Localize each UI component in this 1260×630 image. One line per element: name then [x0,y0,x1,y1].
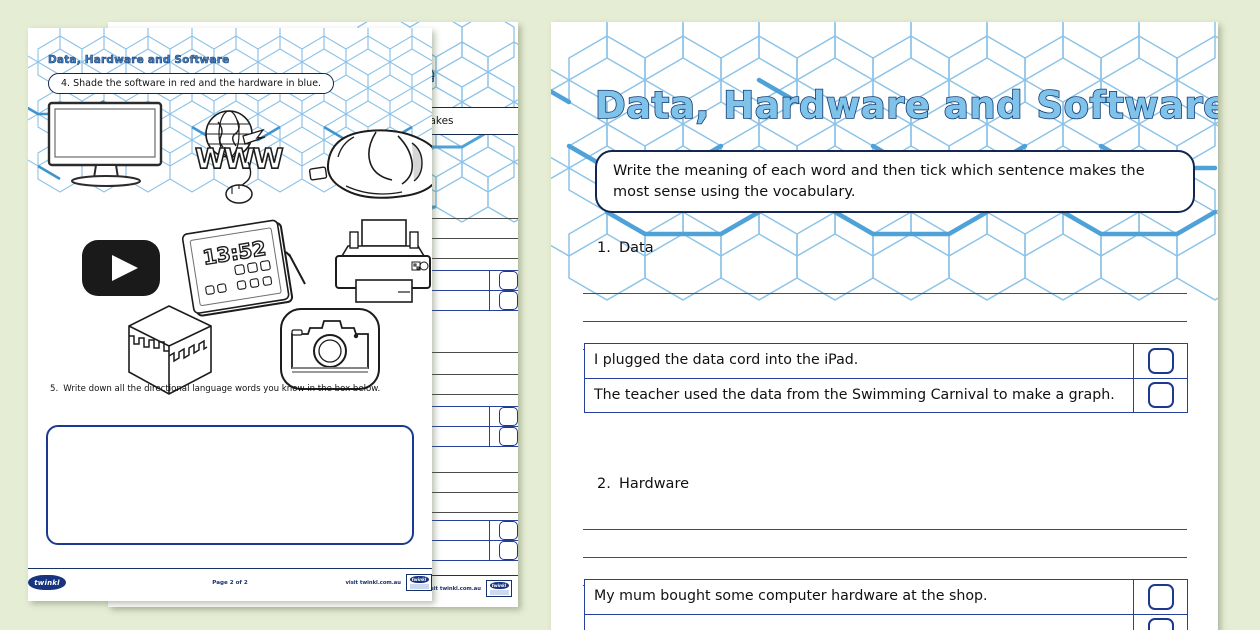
sentence-checkbox-cell[interactable] [1133,378,1187,413]
checkbox-icon[interactable] [1147,618,1174,630]
badge-bar [409,584,429,589]
twinkl-logo-text: twinkl [489,582,509,589]
writing-line [376,492,518,493]
sentence-text: I plugged the data cord into the iPad. [594,352,859,368]
page-mini-heading: Data, Hardware and Software [48,54,230,67]
writing-line [376,218,518,219]
sentence-checkbox-cell[interactable] [489,521,518,540]
twinkl-logo-text: twinkl [409,576,429,583]
checkbox-icon[interactable] [499,291,518,310]
question-1-word: Data [619,240,654,256]
question-5: 5. Write down all the directional langua… [50,383,410,395]
checkbox-icon[interactable] [499,427,518,446]
twinkl-badge-icon: twinkl [406,574,432,591]
minecraft-grass-block-illustration [123,300,219,400]
video-play-button-illustration [80,238,162,298]
writing-line [376,238,518,239]
question-5-text: Write down all the directional language … [63,384,381,394]
question-1-number: 1. [597,240,611,256]
computer-mouse-illustration [308,123,432,203]
writing-line [583,529,1187,530]
sentence-checkbox-cell[interactable] [489,271,518,290]
sentence-checkbox-cell[interactable] [489,541,518,560]
sentence-checkbox-cell[interactable] [1133,614,1187,630]
worksheet-page-right[interactable]: Data, Hardware and Software Write the me… [551,22,1218,630]
table-row[interactable] [377,427,518,446]
writing-line [376,472,518,473]
writing-line [583,293,1187,294]
visit-url-text: visit twinkl.com.au [345,579,401,586]
checkbox-icon[interactable] [499,271,518,290]
question-5-number: 5. [50,384,59,394]
checkbox-icon[interactable] [499,407,518,426]
checkbox-icon[interactable] [499,521,518,540]
camera-app-icon-illustration [278,306,382,392]
writing-line [376,352,518,353]
svg-text:WWW: WWW [195,142,284,175]
table-row[interactable]: My mum bought some computer hardware at … [585,580,1187,615]
www-globe-illustration: WWW [185,106,295,204]
page-footer-left: twinkl Page 2 of 2 visit twinkl.com.au t… [28,568,432,591]
writing-line [583,557,1187,558]
question-2-word: Hardware [619,476,690,492]
page-number: Page 2 of 2 [212,579,248,586]
writing-line [376,374,518,375]
writing-line [583,321,1187,322]
computer-monitor-illustration [46,100,166,190]
badge-bar [489,590,509,595]
writing-line [376,258,518,259]
checkbox-icon[interactable] [1147,382,1174,409]
table-row[interactable] [377,407,518,427]
sentence-checkbox-cell[interactable] [1133,580,1187,614]
sentence-checkbox-cell[interactable] [489,427,518,446]
checkbox-icon[interactable] [1147,347,1174,374]
table-row[interactable]: I plugged the data cord into the iPad. [585,344,1187,379]
question-2-sentence-table: My mum bought some computer hardware at … [584,579,1188,630]
writing-line [376,512,518,513]
sentence-checkbox-cell[interactable] [489,291,518,310]
tablet-device-illustration: 13:52 [181,218,311,318]
page-title: Data, Hardware and Software [594,83,1218,128]
sentence-checkbox-cell[interactable] [489,407,518,426]
visit-group: visit twinkl.com.au twinkl [346,574,432,591]
checkbox-icon[interactable] [499,541,518,560]
writing-line [376,394,518,395]
question-2-number: 2. [597,476,611,492]
sentence-text: My mum bought some computer hardware at … [594,588,988,604]
instruction-box: Write the meaning of each word and then … [595,150,1195,214]
worksheet-page-left[interactable]: Data, Hardware and Software 4. Shade the… [28,28,432,601]
twinkl-badge-icon: twinkl [486,580,512,597]
instruction-box-left: 4. Shade the software in red and the har… [48,73,335,94]
twinkl-logo: twinkl [28,575,66,590]
table-row[interactable] [585,614,1187,630]
sentence-checkbox-cell[interactable] [1133,344,1187,378]
question-1-sentence-table: I plugged the data cord into the iPad. T… [584,343,1188,414]
visit-url-text: visit twinkl.com.au [425,585,481,592]
table-row[interactable] [377,271,518,291]
table-row[interactable]: The teacher used the data from the Swimm… [585,378,1187,413]
printer-illustration [328,218,432,308]
checkbox-icon[interactable] [1147,583,1174,610]
sentence-text [585,615,1133,630]
answer-box[interactable] [46,425,414,545]
sentence-text: The teacher used the data from the Swimm… [594,386,1115,403]
